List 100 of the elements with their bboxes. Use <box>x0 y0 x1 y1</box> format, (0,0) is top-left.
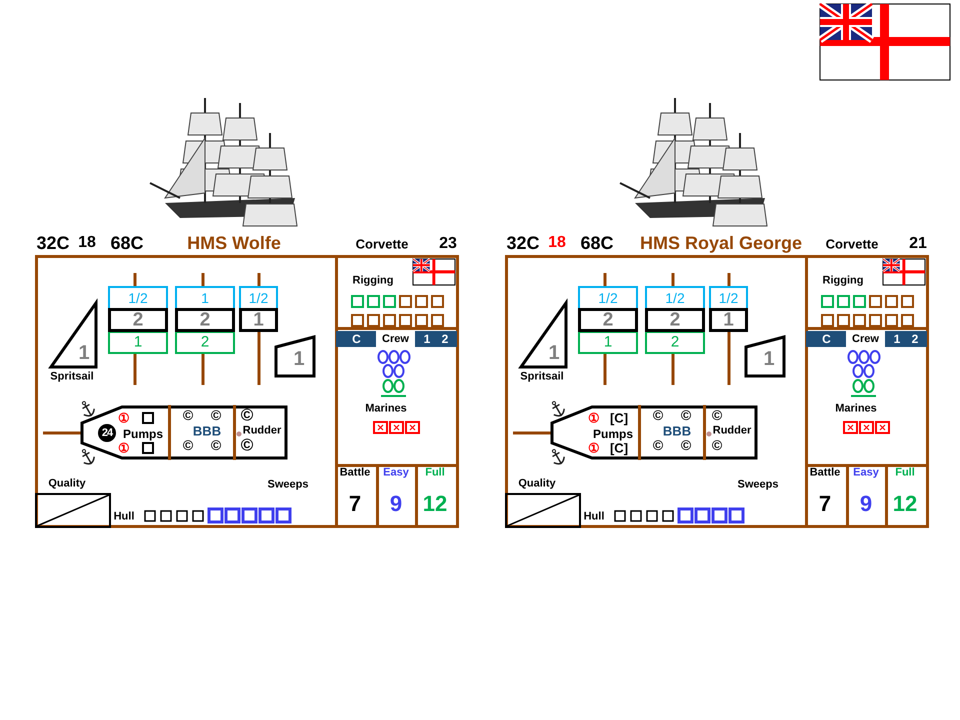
c-mark: © <box>182 408 194 422</box>
sweeps-label: Sweeps <box>268 480 308 490</box>
circled-number: ① <box>588 442 600 454</box>
score-label: Battle <box>340 468 370 478</box>
sail-value: 2 <box>200 310 210 330</box>
score-value: 12 <box>422 493 448 515</box>
sail-value: 1/2 <box>718 291 738 305</box>
score-value: 9 <box>860 493 872 515</box>
sail-value: 1/2 <box>248 291 268 305</box>
pump-code: [C] <box>610 442 628 454</box>
sail-box <box>578 308 638 332</box>
c-mark: © <box>210 438 222 452</box>
point-value: 21 <box>909 236 927 252</box>
point-value: 23 <box>439 236 457 252</box>
sail-value: 1/2 <box>128 291 148 305</box>
c-mark: © <box>680 408 692 422</box>
gun-code: BBB <box>192 424 222 438</box>
driver-sail <box>745 335 785 377</box>
quality-label: Quality <box>518 478 556 490</box>
sail-name: Spritsail <box>520 372 564 382</box>
rudder-label: Rudder <box>712 426 752 436</box>
score-value: 7 <box>348 493 362 515</box>
sail-value: 2 <box>200 334 210 350</box>
score-label: Easy <box>383 468 409 478</box>
hull-label: Hull <box>584 512 604 522</box>
ship-class: Corvette <box>356 238 408 250</box>
sail-value: 1 <box>723 310 734 330</box>
sail-value: 1 <box>78 343 90 363</box>
sail-value: 1 <box>253 310 264 330</box>
panel-heading: Rigging <box>822 276 864 286</box>
sail-box <box>108 286 168 310</box>
gun-rating: 32C <box>506 234 540 252</box>
gun-rating: 32C <box>36 234 70 252</box>
sail-box <box>175 331 235 354</box>
sail-value: 2 <box>670 334 680 350</box>
crew-tab: 1 2 <box>885 331 927 347</box>
score-value: 12 <box>892 493 918 515</box>
sail-value: 1/2 <box>665 291 685 305</box>
driver-sail <box>275 335 315 377</box>
sail-value: 2 <box>132 310 144 330</box>
pump-code: [C] <box>610 412 628 424</box>
sail-value: 1 <box>201 291 209 305</box>
sail-box <box>239 286 278 310</box>
circled-number: ① <box>118 442 130 454</box>
sail-value: 1 <box>548 343 560 363</box>
sail-box <box>709 286 748 310</box>
score-label: Full <box>895 468 915 478</box>
score-label: Full <box>425 468 445 478</box>
hull-outline <box>80 405 288 460</box>
sail-value: 1 <box>134 334 142 350</box>
crew-tab: 1 2 <box>415 331 457 347</box>
score-label: Battle <box>810 468 840 478</box>
sail-name: Spritsail <box>50 372 94 382</box>
ship-name: HMS Royal George <box>640 234 802 252</box>
sweeps-label: Sweeps <box>738 480 778 490</box>
panel-heading: Rigging <box>352 276 394 286</box>
sail-box <box>239 308 278 332</box>
crew-tab: C <box>336 331 377 347</box>
crew-rating: 18 <box>548 235 566 251</box>
crew-rating: 18 <box>78 235 96 251</box>
c-mark: © <box>240 406 254 424</box>
score-value: 9 <box>390 493 402 515</box>
score-value: 7 <box>818 493 832 515</box>
score-label: Easy <box>853 468 879 478</box>
c-mark: © <box>652 408 664 422</box>
sail-box <box>645 308 705 332</box>
marines-label: Marines <box>365 404 407 414</box>
quality-label: Quality <box>48 478 86 490</box>
sail-value: 2 <box>670 310 680 330</box>
circled-number: ① <box>118 412 130 424</box>
gun-rating: 68C <box>580 234 614 252</box>
c-mark: © <box>680 438 692 452</box>
hull-label: Hull <box>114 512 134 522</box>
crew-tab: C <box>806 331 847 347</box>
sail-box <box>175 286 235 310</box>
sail-box <box>578 331 638 354</box>
sail-box <box>108 331 168 354</box>
sail-box <box>108 308 168 332</box>
sail-box <box>175 308 235 332</box>
sail-value: 1 <box>604 334 612 350</box>
sail-value: 1 <box>293 349 305 369</box>
sail-box <box>709 308 748 332</box>
ship-card <box>35 255 459 528</box>
sail-value: 1 <box>763 349 775 369</box>
sail-box <box>578 286 638 310</box>
c-mark: © <box>182 438 194 452</box>
hull-outline <box>550 405 758 460</box>
ship-card <box>505 255 929 528</box>
sail-value: 1/2 <box>598 291 618 305</box>
gun-rating: 68C <box>110 234 144 252</box>
c-mark: © <box>712 408 722 422</box>
circled-number: ① <box>588 412 600 424</box>
c-mark: © <box>712 438 722 452</box>
gun-code: BBB <box>662 424 692 438</box>
rudder-label: Rudder <box>242 426 282 436</box>
c-mark: © <box>210 408 222 422</box>
sail-value: 2 <box>602 310 614 330</box>
c-mark: © <box>652 438 664 452</box>
sail-box <box>645 331 705 354</box>
ship-class: Corvette <box>826 238 878 250</box>
